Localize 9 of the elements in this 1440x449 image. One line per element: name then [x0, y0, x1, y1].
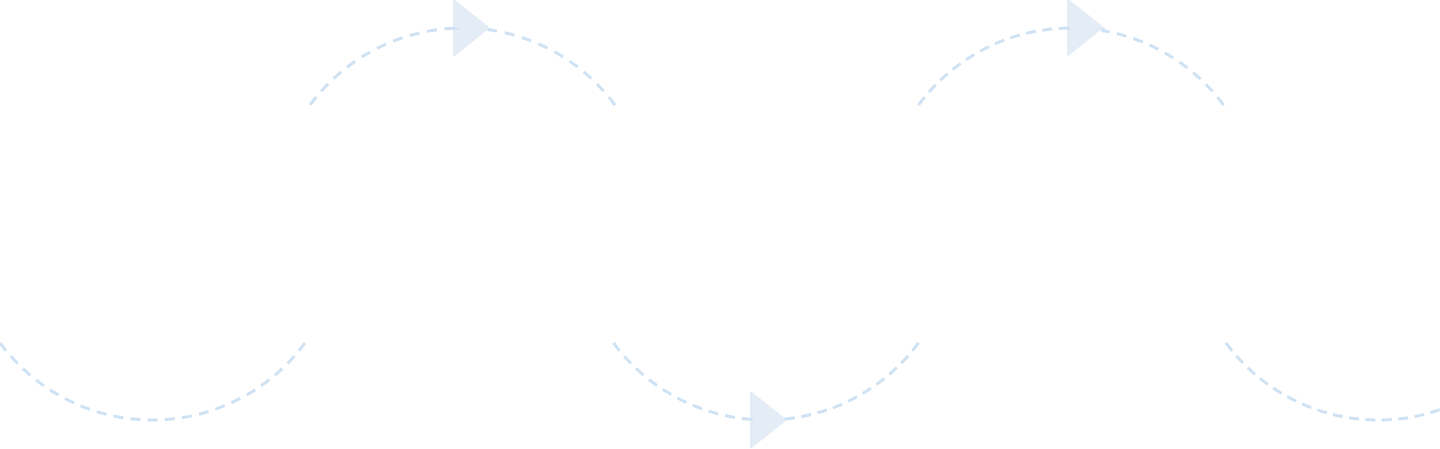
dashed-arc — [487, 27, 617, 106]
dashed-arc — [917, 26, 1070, 106]
dashed-arc — [308, 26, 456, 106]
triangle — [453, 0, 489, 57]
triangle — [1067, 0, 1103, 56]
dashed-arc — [1101, 27, 1225, 106]
dashed-arc — [612, 342, 753, 422]
triangle — [750, 391, 786, 449]
dashed-arc — [784, 342, 920, 422]
